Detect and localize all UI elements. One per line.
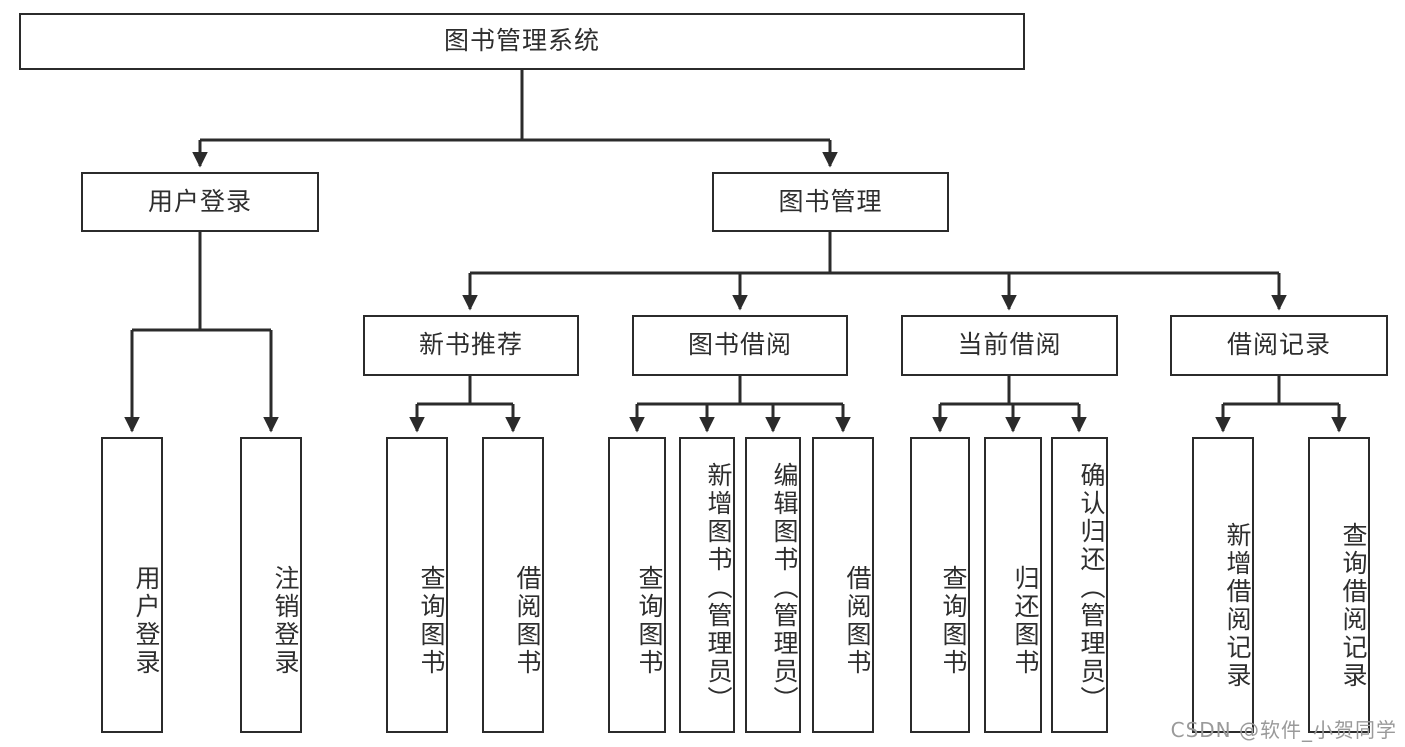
node-user-login[interactable]: 用户登录 — [81, 172, 319, 232]
node-leaf-edit-book[interactable]: 编辑图书（管理员） — [745, 437, 801, 733]
node-leaf-return-book[interactable]: 归还图书 — [984, 437, 1042, 733]
node-leaf-user-logout[interactable]: 注销登录 — [240, 437, 302, 733]
node-leaf-query-book-bor[interactable]: 查询图书 — [608, 437, 666, 733]
node-leaf-query-book-cur-label: 查询图书 — [939, 565, 968, 677]
node-leaf-query-record[interactable]: 查询借阅记录 — [1308, 437, 1370, 733]
node-new-book-rec[interactable]: 新书推荐 — [363, 315, 579, 376]
node-leaf-confirm-return-label: 确认归还（管理员） — [1077, 462, 1106, 714]
node-new-book-rec-label: 新书推荐 — [418, 330, 523, 360]
node-leaf-add-record[interactable]: 新增借阅记录 — [1192, 437, 1254, 733]
node-leaf-query-record-label: 查询借阅记录 — [1339, 522, 1368, 690]
node-leaf-add-record-label: 新增借阅记录 — [1223, 522, 1252, 690]
node-root-label: 图书管理系统 — [443, 26, 600, 56]
node-leaf-query-book-bor-label: 查询图书 — [635, 565, 664, 677]
node-leaf-user-logout-label: 注销登录 — [271, 565, 300, 677]
node-leaf-user-login[interactable]: 用户登录 — [101, 437, 163, 733]
node-leaf-query-book-rec[interactable]: 查询图书 — [386, 437, 448, 733]
node-leaf-return-book-label: 归还图书 — [1011, 565, 1040, 677]
node-leaf-edit-book-label: 编辑图书（管理员） — [770, 462, 799, 714]
node-leaf-add-book-label: 新增图书（管理员） — [704, 462, 733, 714]
node-leaf-query-book-rec-label: 查询图书 — [417, 565, 446, 677]
node-leaf-borrow-book-rec-label: 借阅图书 — [513, 565, 542, 677]
node-book-borrow[interactable]: 图书借阅 — [632, 315, 848, 376]
node-borrow-record-label: 借阅记录 — [1226, 330, 1331, 360]
node-leaf-user-login-label: 用户登录 — [132, 565, 161, 677]
node-root[interactable]: 图书管理系统 — [19, 13, 1025, 70]
node-leaf-query-book-cur[interactable]: 查询图书 — [910, 437, 970, 733]
node-book-manage[interactable]: 图书管理 — [712, 172, 949, 232]
node-leaf-borrow-book-rec[interactable]: 借阅图书 — [482, 437, 544, 733]
node-current-borrow-label: 当前借阅 — [957, 330, 1062, 360]
node-leaf-borrow-book-label: 借阅图书 — [843, 565, 872, 677]
node-borrow-record[interactable]: 借阅记录 — [1170, 315, 1388, 376]
node-leaf-borrow-book[interactable]: 借阅图书 — [812, 437, 874, 733]
node-current-borrow[interactable]: 当前借阅 — [901, 315, 1118, 376]
node-user-login-label: 用户登录 — [147, 186, 252, 216]
node-book-borrow-label: 图书借阅 — [687, 330, 792, 360]
node-book-manage-label: 图书管理 — [778, 186, 883, 216]
node-leaf-confirm-return[interactable]: 确认归还（管理员） — [1051, 437, 1108, 733]
node-leaf-add-book[interactable]: 新增图书（管理员） — [679, 437, 735, 733]
watermark: CSDN @软件_小贺同学 — [1170, 718, 1397, 742]
